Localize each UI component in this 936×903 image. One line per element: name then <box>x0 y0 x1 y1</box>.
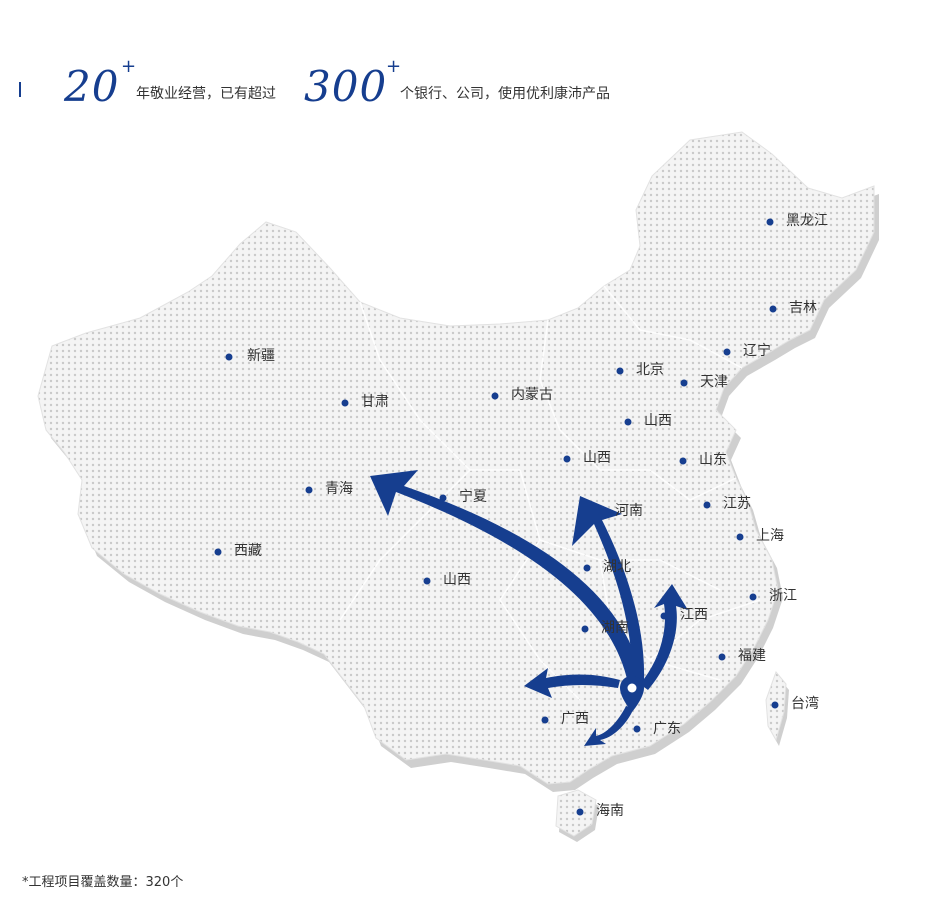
label-qinghai: 青海 <box>325 481 353 497</box>
label-henan: 河南 <box>615 503 643 519</box>
mainland <box>37 131 875 785</box>
arrow-to-jiangxi <box>640 584 688 690</box>
label-tianjin: 天津 <box>700 374 728 390</box>
label-xinjiang: 新疆 <box>247 348 275 364</box>
label-jilin: 吉林 <box>789 300 817 316</box>
label-heilongjiang: 黑龙江 <box>786 213 828 229</box>
headline: 20 + 年敬业经营，已有超过 300 + 个银行、公司，使用优利康沛产品 <box>0 52 936 112</box>
label-shanxi-west: 山西 <box>443 572 471 588</box>
arrow-to-guangxi <box>524 668 620 698</box>
label-shanxi-north: 山西 <box>644 413 672 429</box>
years-text: 年敬业经营，已有超过 <box>136 86 276 102</box>
location-pin <box>620 676 644 712</box>
label-shandong: 山东 <box>699 452 727 468</box>
label-beijing: 北京 <box>636 362 664 378</box>
label-taiwan: 台湾 <box>791 696 819 712</box>
arrow-to-qinghai <box>370 470 642 683</box>
clients-text: 个银行、公司，使用优利康沛产品 <box>400 86 610 102</box>
label-fujian: 福建 <box>738 648 766 664</box>
arrow-to-southwest <box>584 706 634 746</box>
label-liaoning: 辽宁 <box>743 343 771 359</box>
hainan-island-top <box>555 789 597 837</box>
label-shanxi-mid: 山西 <box>583 450 611 466</box>
label-hainan: 海南 <box>596 803 624 819</box>
label-xizang: 西藏 <box>234 543 262 559</box>
label-gansu: 甘肃 <box>361 394 389 410</box>
label-zhejiang: 浙江 <box>769 588 797 604</box>
province-dots <box>214 218 779 816</box>
label-neimenggu: 内蒙古 <box>511 387 553 403</box>
label-hubei: 湖北 <box>603 559 631 575</box>
label-guangxi: 广西 <box>561 711 589 727</box>
clients-plus: + <box>386 56 402 77</box>
label-jiangsu: 江苏 <box>723 496 751 512</box>
clients-number: 300 <box>304 62 388 111</box>
years-number: 20 <box>64 62 120 111</box>
arrow-to-henan <box>572 496 645 682</box>
headline-accent-bar <box>19 82 21 97</box>
label-ningxia: 宁夏 <box>459 489 487 505</box>
label-guangdong: 广东 <box>653 721 681 737</box>
arrows <box>370 470 688 746</box>
footnote: *工程项目覆盖数量：320个 <box>22 875 184 890</box>
label-jiangxi: 江西 <box>680 607 708 623</box>
label-shanghai: 上海 <box>756 528 784 544</box>
label-hunan: 湖南 <box>601 620 629 636</box>
years-plus: + <box>121 56 137 77</box>
